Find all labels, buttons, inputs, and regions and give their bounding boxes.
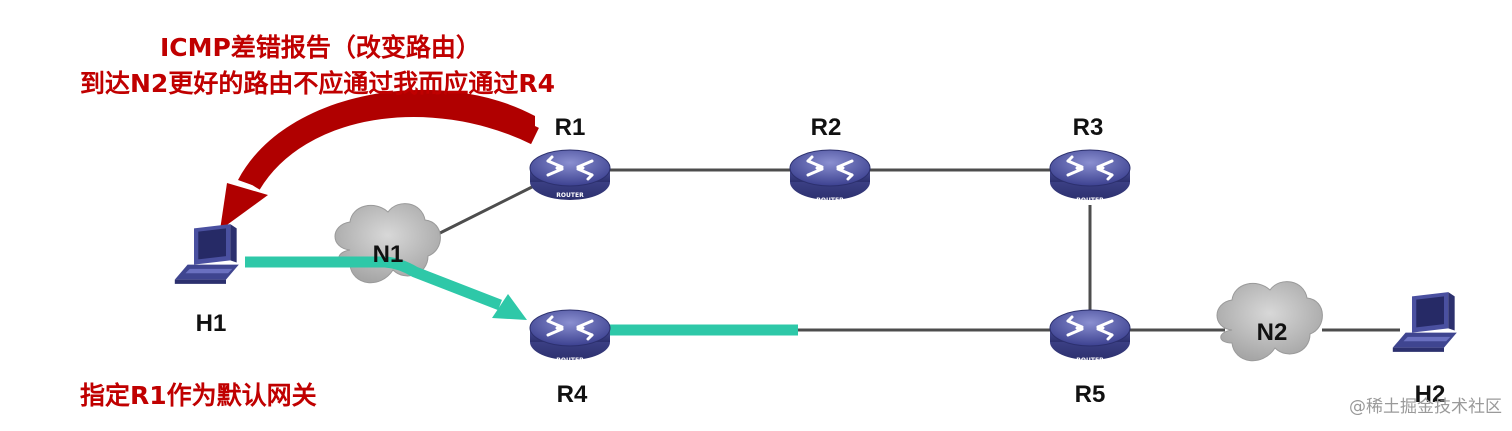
network-n1-label: N1	[373, 241, 404, 268]
router-label: R5	[1075, 381, 1106, 408]
router-label: R1	[555, 114, 586, 141]
router-r2[interactable]: ROUTER R2	[788, 114, 872, 204]
host-label: H2	[1415, 381, 1446, 408]
router-r1[interactable]: ROUTER R1	[528, 114, 612, 202]
h1-gateway-note: 指定R1作为默认网关	[80, 381, 317, 410]
computer-icon	[174, 224, 239, 284]
router-badge: ROUTER	[1076, 197, 1104, 204]
router-badge: ROUTER	[556, 192, 584, 199]
host-h2[interactable]: H2	[1392, 292, 1457, 408]
router-label: R2	[811, 114, 842, 141]
router-badge: ROUTER	[1076, 357, 1104, 364]
computer-icon	[1392, 292, 1457, 352]
router-r4[interactable]: ROUTER R4	[528, 308, 612, 408]
watermark: @稀土掘金技术社区	[1349, 397, 1502, 417]
router-badge: ROUTER	[556, 357, 584, 364]
icmp-message-line1: ICMP差错报告（改变路由）	[160, 33, 481, 62]
network-n2-cloud	[1216, 281, 1323, 362]
router-badge: ROUTER	[816, 197, 844, 204]
router-r5[interactable]: ROUTER R5	[1048, 308, 1132, 408]
router-label: R3	[1073, 114, 1104, 141]
router-label: R4	[557, 381, 588, 408]
data-path	[245, 256, 798, 336]
network-n2-label: N2	[1257, 319, 1288, 346]
router-r3[interactable]: ROUTER R3	[1048, 114, 1132, 204]
host-h1[interactable]: H1	[174, 224, 239, 337]
icmp-message-line2: 到达N2更好的路由不应通过我而应通过R4	[80, 69, 555, 98]
data-path-arrowhead	[492, 294, 527, 320]
data-path-h1-to-r4	[245, 256, 502, 311]
link-n1-r1	[437, 181, 541, 236]
host-label: H1	[196, 310, 227, 337]
icmp-redirect-arrow	[220, 89, 539, 230]
